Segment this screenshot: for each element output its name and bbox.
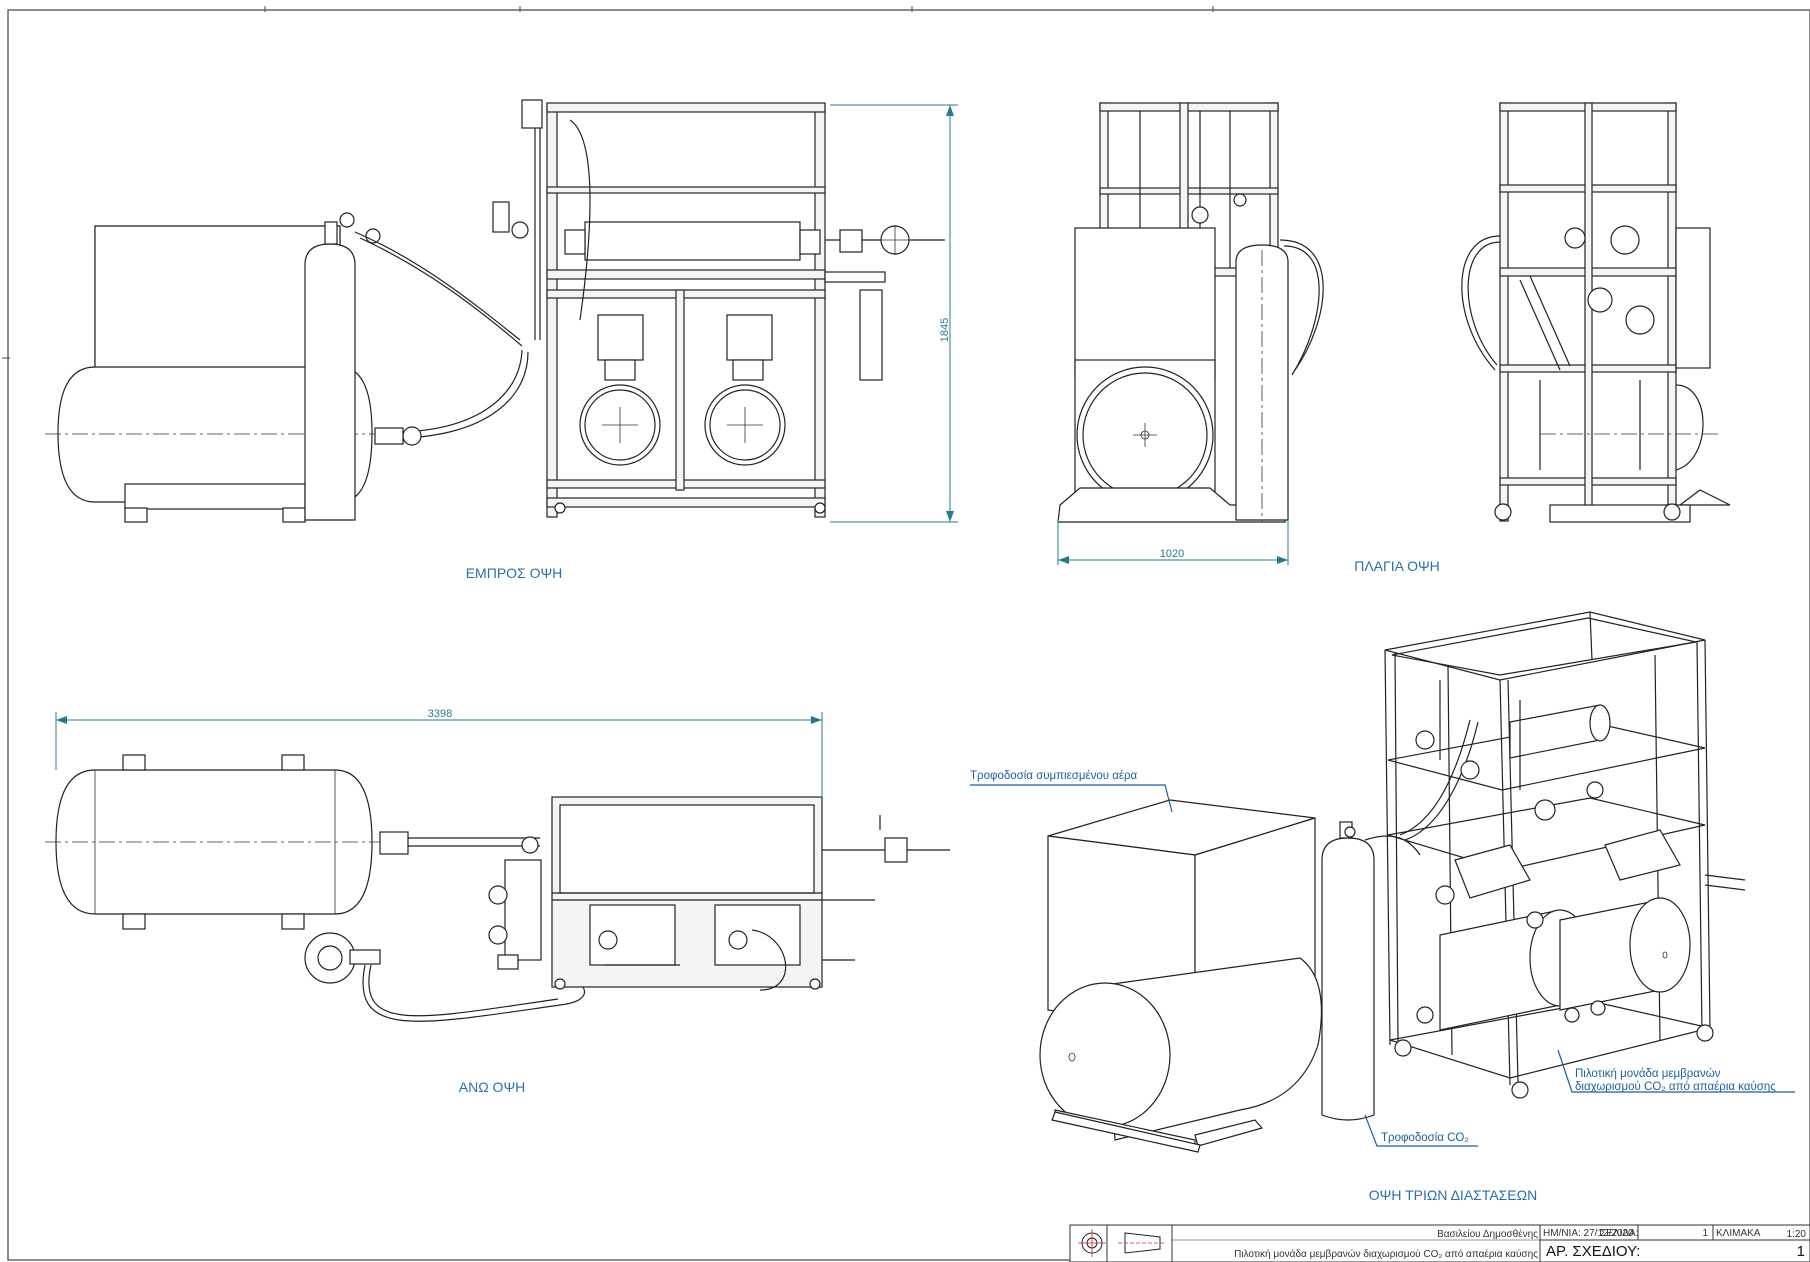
iso-view-label: ΟΨΗ ΤΡΙΩΝ ΔΙΑΣΤΑΣΕΩΝ [1369, 1187, 1537, 1203]
scale-value: 1:20 [1787, 1229, 1807, 1240]
annotation-unit-line1: Πιλοτική μονάδα μεμβρανών [1575, 1068, 1721, 1080]
isometric-view: Τροφοδοσία συμπιεσμένου αέρα Πιλοτική μο… [970, 611, 1795, 1203]
scale-label: ΚΛΙΜΑΚΑ [1716, 1228, 1761, 1239]
side-view-label: ΠΛΑΓΙΑ ΟΨΗ [1354, 558, 1440, 574]
annotation-co2-feed: Τροφοδοσία CO₂ [1381, 1132, 1469, 1144]
dimension-width: 1020 [1160, 548, 1184, 560]
side-view: 1020 [1057, 102, 1324, 565]
side-view-rear: ΠΛΑΓΙΑ ΟΨΗ [1354, 102, 1731, 574]
author-name: Βασιλείου Δημοσθένης [1437, 1228, 1538, 1240]
top-view-label: ΑΝΩ ΟΨΗ [459, 1079, 526, 1095]
sheet-border [7, 9, 1810, 1261]
drawing-number: 1 [1797, 1243, 1805, 1260]
sheet-label: ΣΕΛΙΔΑ: [1600, 1228, 1638, 1239]
drawing-number-label: ΑΡ. ΣΧΕΔΙΟΥ: [1546, 1243, 1640, 1260]
front-view: 1845 ΕΜΠΡΟΣ ΟΨΗ [45, 99, 958, 581]
top-view: 3398 ΑΝΩ ΟΨΗ [45, 708, 950, 1095]
sheet-number: 1 [1702, 1228, 1708, 1239]
title-block: Βασιλείου Δημοσθένης Πιλοτική μονάδα μεμ… [1069, 1224, 1810, 1262]
dimension-height: 1845 [939, 318, 951, 342]
drawing-title: Πιλοτική μονάδα μεμβρανών διαχωρισμού CO… [1234, 1248, 1538, 1260]
annotation-unit-line2: διαχωρισμού CO₂ από απαέρια καύσης [1575, 1081, 1776, 1093]
annotation-air-feed: Τροφοδοσία συμπιεσμένου αέρα [970, 770, 1138, 782]
projection-symbol [1078, 1229, 1166, 1257]
dimension-length: 3398 [428, 708, 452, 720]
date-field: ΗΜ/ΝΙΑ: 27/12/2020 [1543, 1228, 1634, 1239]
front-view-label: ΕΜΠΡΟΣ ΟΨΗ [466, 565, 563, 581]
